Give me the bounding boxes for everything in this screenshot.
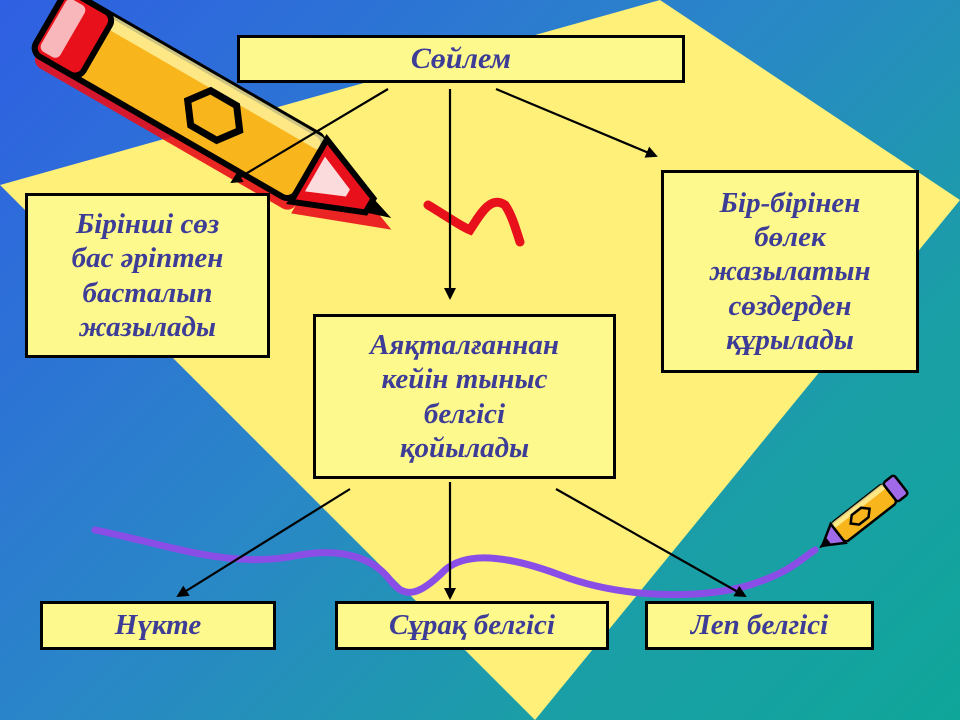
branch-node-capital-letter: Бірінші сөз бас әріптен басталып жазылад… [25,193,270,358]
branch-right-line-2: бөлек [754,221,826,254]
connector-root-right [495,87,658,158]
connector-center-leaf3 [555,488,747,597]
branch-right-line-5: құрылады [726,323,854,356]
branch-center-line-2: кейін тыныс [381,363,548,396]
leaf-node-period-label: Нүкте [114,609,202,642]
purple-squiggle-line [91,526,819,599]
root-node-label: Сөйлем [410,42,512,76]
branch-left-line-4: жазылады [78,310,217,343]
branch-right-line-1: Бір-бірінен [719,186,861,219]
branch-center-line-1: Аяқталғаннан [370,329,559,362]
red-squiggle-mark [423,198,525,247]
branch-right-line-4: сөздерден [728,289,852,322]
leaf-node-question-mark-label: Сұрақ белгісі [389,609,555,642]
connector-root-left [230,88,389,184]
branch-left-line-3: басталып [82,276,213,309]
leaf-node-exclamation-mark: Леп белгісі [645,601,874,650]
connector-center-leaf1 [176,488,351,598]
pencil-small-icon [819,474,909,549]
pencil-large-icon [31,0,392,230]
root-node: Сөйлем [237,35,685,83]
leaf-node-exclamation-mark-label: Леп белгісі [690,609,829,642]
branch-center-line-3: белгісі [423,397,506,430]
branch-left-line-1: Бірінші сөз [75,208,220,241]
leaf-node-question-mark: Сұрақ белгісі [335,601,609,650]
branch-center-line-4: қойылады [399,431,530,464]
branch-left-line-2: бас әріптен [71,242,224,275]
branch-node-punctuation: Аяқталғаннан кейін тыныс белгісі қойылад… [313,314,616,479]
branch-right-line-3: жазылатын [709,255,871,288]
leaf-node-period: Нүкте [40,601,276,650]
branch-node-separate-words: Бір-бірінен бөлек жазылатын сөздерден құ… [661,170,919,373]
